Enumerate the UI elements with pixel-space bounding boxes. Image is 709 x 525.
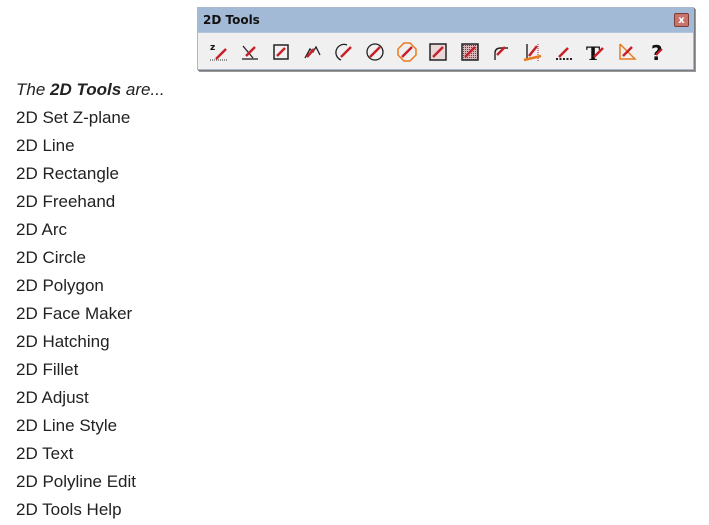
circle-button[interactable] (363, 40, 388, 65)
face-maker-icon (429, 43, 447, 61)
line-icon (241, 45, 258, 60)
intro-bold: 2D Tools (50, 80, 122, 99)
tools-description: The 2D Tools are... 2D Set Z-plane 2D Li… (16, 76, 165, 524)
list-item: 2D Rectangle (16, 164, 120, 183)
list-item: 2D Line Style (16, 416, 118, 435)
list-item: 2D Tools Help (16, 500, 122, 519)
adjust-icon (524, 44, 542, 62)
polyline-edit-icon (618, 43, 637, 60)
face-maker-button[interactable] (426, 40, 451, 65)
circle-icon (366, 43, 385, 61)
intro-prefix: The (16, 80, 51, 99)
hatching-button[interactable] (457, 40, 482, 65)
help-button[interactable]: ? (645, 40, 670, 65)
arc-button[interactable] (332, 40, 357, 65)
fillet-button[interactable] (489, 40, 514, 65)
help-icon: ? (651, 41, 663, 63)
adjust-button[interactable] (520, 40, 545, 65)
rectangle-button[interactable] (269, 40, 294, 65)
line-style-icon (555, 47, 573, 60)
list-item: 2D Freehand (16, 192, 116, 211)
text-button[interactable]: T (583, 40, 608, 65)
freehand-button[interactable] (300, 40, 325, 65)
toolbar-titlebar[interactable]: 2D Tools x (198, 8, 693, 33)
polyline-edit-button[interactable] (614, 40, 639, 65)
set-z-plane-button[interactable]: z (206, 40, 231, 65)
list-item: 2D Hatching (16, 332, 110, 351)
arc-icon (335, 43, 352, 61)
list-item: 2D Face Maker (16, 304, 133, 323)
freehand-icon (304, 45, 321, 59)
line-style-button[interactable] (551, 40, 576, 65)
intro-text: The 2D Tools are... (16, 76, 165, 104)
rectangle-icon (273, 44, 290, 60)
list-item: 2D Fillet (16, 360, 79, 379)
list-item: 2D Arc (16, 220, 68, 239)
list-item: 2D Polyline Edit (16, 472, 137, 491)
polygon-button[interactable] (394, 40, 419, 65)
polygon-icon (397, 42, 417, 62)
toolbar-buttons: z (198, 33, 693, 68)
hatching-icon (460, 43, 479, 61)
list-item: 2D Line (16, 136, 75, 155)
svg-text:T: T (586, 43, 600, 63)
line-button[interactable] (237, 40, 262, 65)
toolbar-title: 2D Tools (203, 13, 260, 27)
list-item: 2D Text (16, 444, 74, 463)
2d-tools-toolbar: 2D Tools x z (197, 7, 694, 70)
list-item: 2D Polygon (16, 276, 104, 295)
list-item: 2D Circle (16, 248, 86, 267)
close-button[interactable]: x (674, 13, 689, 27)
svg-text:?: ? (651, 41, 663, 63)
set-z-plane-icon: z (209, 43, 228, 61)
list-item: 2D Set Z-plane (16, 108, 131, 127)
list-item: 2D Adjust (16, 388, 89, 407)
svg-text:z: z (210, 43, 215, 53)
intro-suffix: are... (121, 80, 165, 99)
fillet-icon (494, 46, 509, 60)
text-icon: T (586, 43, 605, 63)
